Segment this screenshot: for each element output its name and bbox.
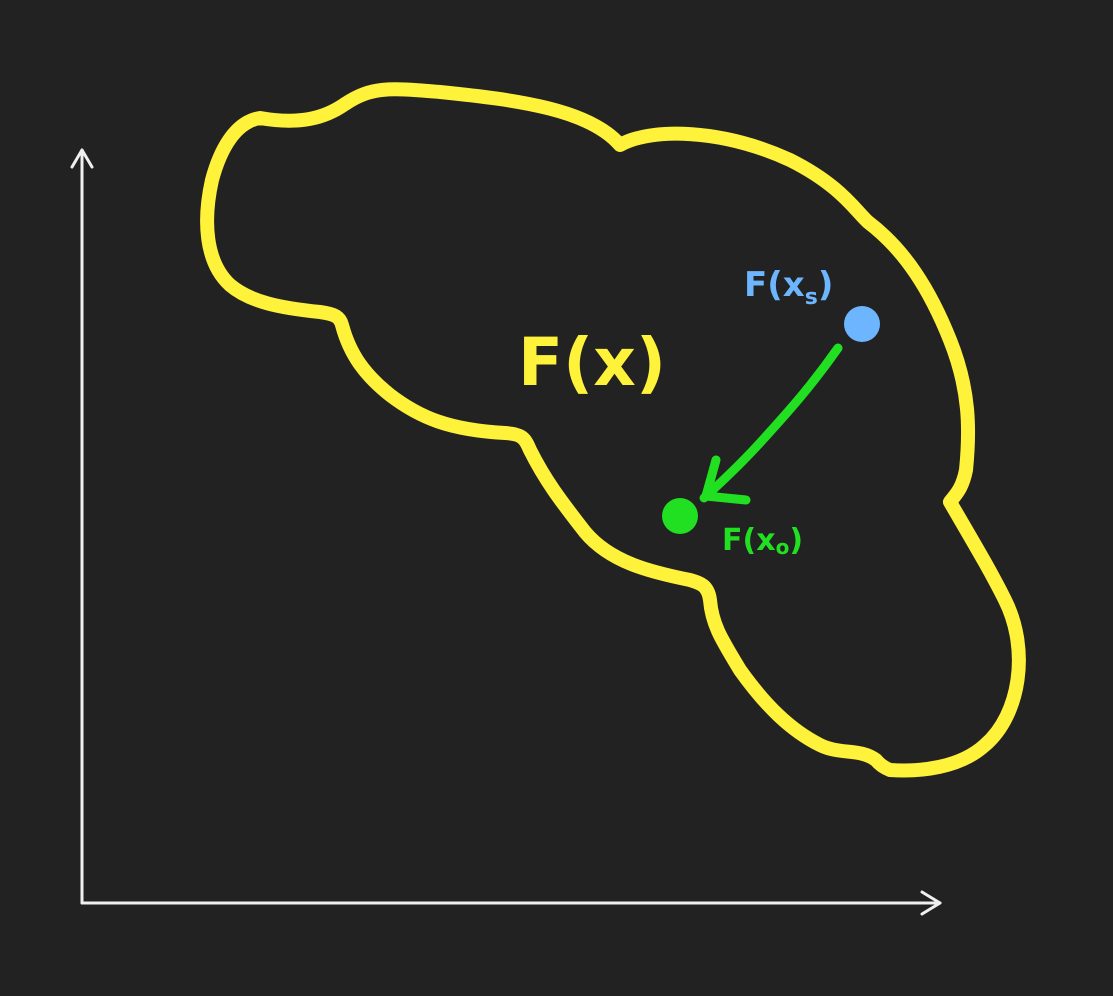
start-point-label-sub: s (805, 285, 818, 310)
x-axis-arrowhead (920, 890, 942, 916)
descent-arrow-shaft (699, 343, 843, 503)
descent-arrow-head (701, 455, 751, 505)
optimum-point-label-sub: o (776, 535, 790, 559)
optimum-point-label: F(xo) (722, 523, 803, 559)
axes (70, 148, 942, 916)
optimum-point-label-close: ) (789, 523, 803, 558)
start-point (844, 306, 880, 342)
optimum-point-label-base: F(x (722, 523, 776, 558)
optimum-point (662, 498, 698, 534)
region-label: F(x) (518, 324, 666, 401)
region-outline (200, 82, 1026, 778)
y-axis-arrowhead (70, 148, 94, 169)
descent-arrow (699, 343, 843, 505)
start-point-label-base: F(x (744, 265, 805, 305)
start-point-label-close: ) (818, 265, 834, 305)
start-point-label: F(xs) (744, 265, 833, 310)
